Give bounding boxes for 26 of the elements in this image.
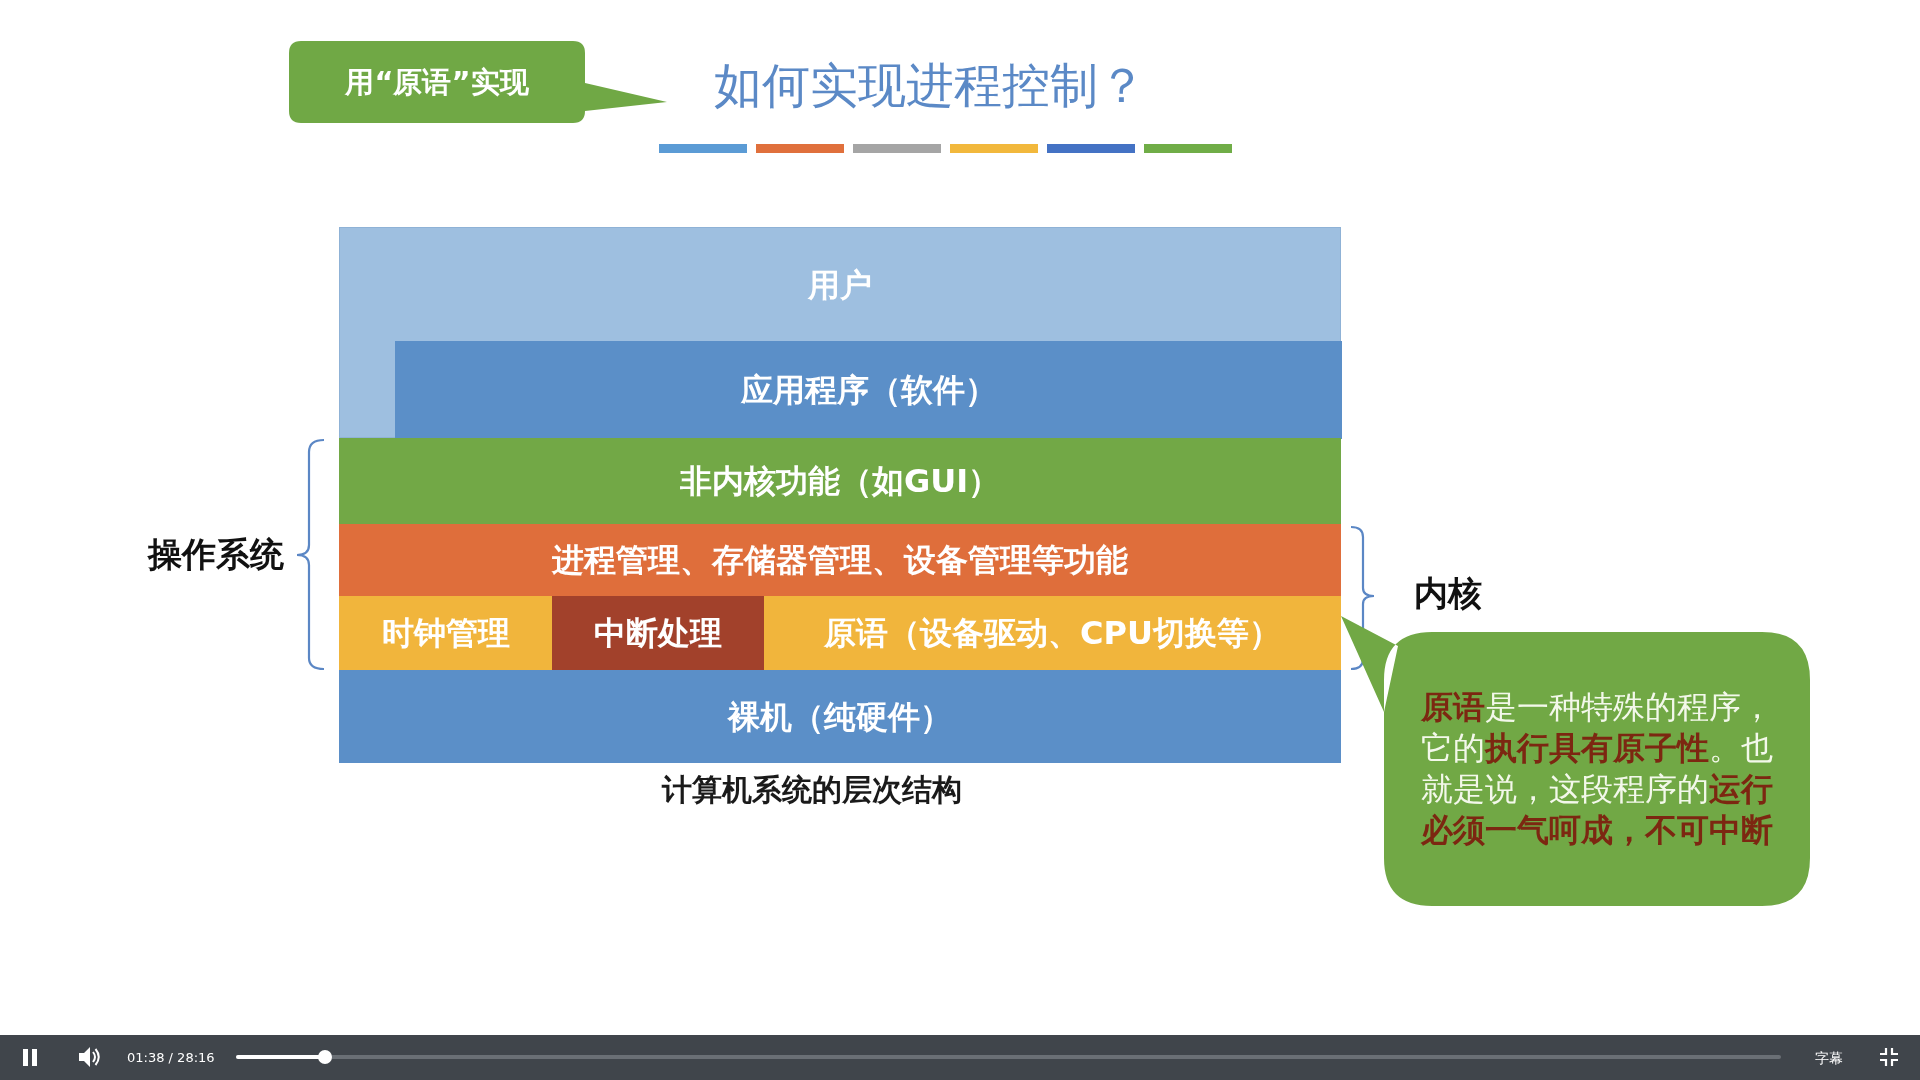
subtitle-button: 字幕 [1811, 1047, 1847, 1068]
band-label: 应用程序（软件） [740, 370, 997, 410]
slide-title: 如何实现进程控制？ [714, 57, 1146, 115]
speech-bubble [289, 41, 667, 123]
band-label: 原语（设备驱动、CPU切换等） [824, 613, 1281, 653]
layer-band [339, 227, 1341, 438]
layer-band [339, 670, 1341, 763]
layer-band [764, 596, 1341, 670]
callout-text: 原语是一种特殊的程序，它的执行具有原子性。也就是说，这段程序的运行必须一气呵成，不可中断 [1420, 687, 1774, 851]
callout-label: 用“原语”实现 [345, 63, 529, 101]
band-label: 中断处理 [594, 613, 722, 653]
figure-caption: 计算机系统的层次结构 [662, 771, 962, 809]
band-label: 进程管理、存储器管理、设备管理等功能 [552, 540, 1128, 580]
layer-band [339, 438, 1341, 524]
band-label: 裸机（纯硬件） [728, 696, 952, 737]
layer-band [552, 596, 764, 670]
band-label: 非内核功能（如GUI） [679, 461, 1001, 501]
bracket-label: 内核 [1414, 575, 1482, 613]
band-label: 时钟管理 [381, 613, 510, 653]
time-display: 01:38 / 28:16 [127, 1049, 215, 1066]
layer-band [395, 341, 1342, 439]
bracket-label: 操作系统 [148, 536, 284, 574]
speech-bubble [1341, 616, 1810, 906]
band-label: 用户 [808, 264, 872, 305]
layer-band [339, 524, 1341, 596]
layer-band [339, 596, 552, 670]
